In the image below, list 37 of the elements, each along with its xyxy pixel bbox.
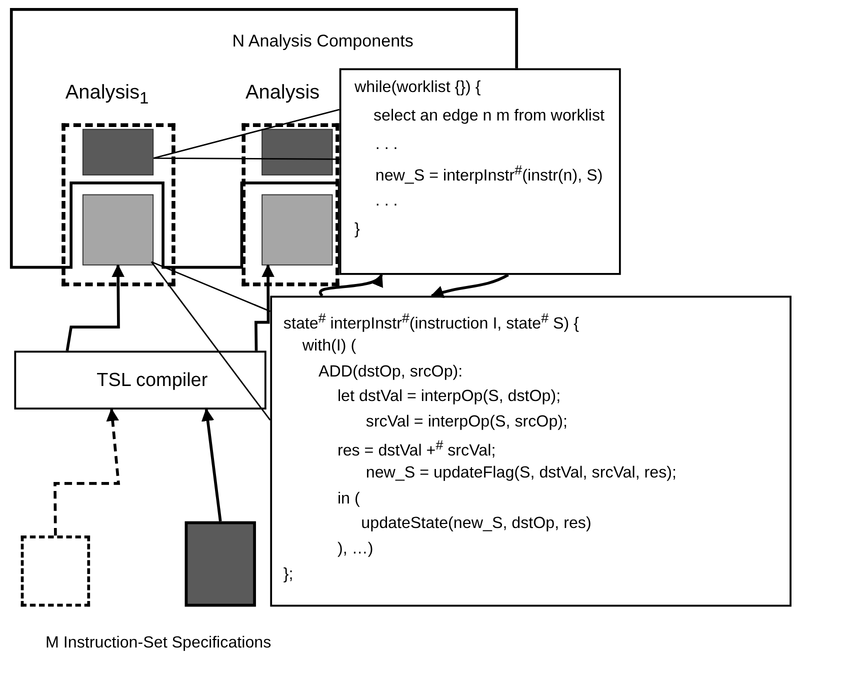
code-line: select an edge n m from worklist: [373, 106, 605, 126]
code-line: };: [283, 564, 294, 584]
code-panel: [339, 68, 621, 275]
arrow: [254, 264, 274, 351]
filled-block: [262, 128, 333, 176]
code-line: let dstVal = interpOp(S, dstOp);: [337, 387, 561, 406]
leader-line: [152, 108, 340, 160]
arrow: [54, 408, 120, 536]
code-line: . . .: [375, 191, 398, 210]
code-line: new_S = updateFlag(S, dstVal, srcVal, res);: [366, 463, 677, 482]
shaded-block: [82, 194, 154, 266]
shaded-block: [262, 194, 333, 266]
code-line: . . .: [375, 134, 398, 154]
code-line: new_S = interpInstr$^{#}$(instr(n), S): [375, 163, 603, 186]
code-line: while(worklist {}) {: [354, 78, 481, 97]
box-label: TSL compiler: [96, 370, 208, 392]
code-line: in (: [337, 488, 360, 508]
code-line: }: [354, 220, 360, 239]
code-line: res = dstVal +$^{#}$ srcVal;: [337, 438, 496, 460]
analysis-heading: Analysis: [246, 82, 320, 104]
code-line: ADD(dstOp, srcOp):: [318, 362, 463, 381]
curved-arrow: [319, 274, 383, 297]
code-line: with(I) (: [302, 336, 356, 356]
arrow: [201, 408, 222, 522]
filled-block: [82, 128, 154, 176]
analysis-heading: Analysis$_{1}$: [65, 82, 149, 108]
filled-square: [184, 521, 256, 607]
code-panel: [270, 296, 792, 607]
caption-label: M Instruction-Set Specifications: [46, 633, 272, 652]
arrow: [66, 264, 124, 351]
code-line: srcVal = interpOp(S, srcOp);: [366, 412, 568, 432]
code-line: ), …): [337, 540, 374, 558]
frame-title: N Analysis Components: [232, 31, 414, 52]
code-line: state$^{#}$ interpInstr$^{#}$(instruction I, state$^{#}$ S) {: [283, 310, 579, 334]
code-line: updateState(new_S, dstOp, res): [361, 514, 592, 534]
compiler-box: [14, 350, 266, 410]
dashed-square: [20, 536, 90, 607]
